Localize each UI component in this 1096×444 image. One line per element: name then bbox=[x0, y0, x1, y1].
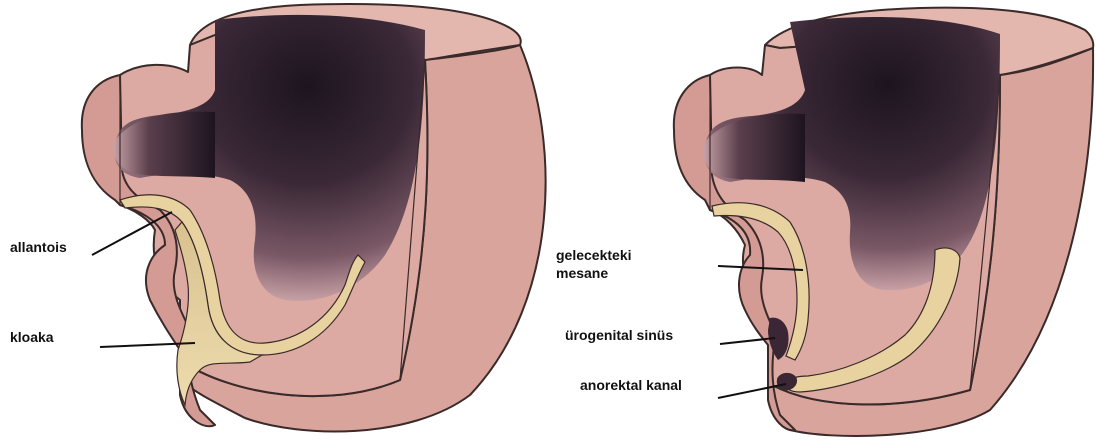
left-embryo bbox=[82, 4, 546, 431]
right-embryo bbox=[674, 8, 1093, 436]
label-future-bladder-line1: gelecekteki bbox=[556, 247, 632, 263]
label-allantois: allantois bbox=[10, 239, 67, 255]
label-future-bladder-line2: mesane bbox=[556, 265, 608, 281]
label-urogenital-sinus: ürogenital sinüs bbox=[565, 327, 673, 343]
label-anorectal-canal: anorektal kanal bbox=[580, 377, 682, 393]
label-kloaka: kloaka bbox=[10, 329, 54, 345]
